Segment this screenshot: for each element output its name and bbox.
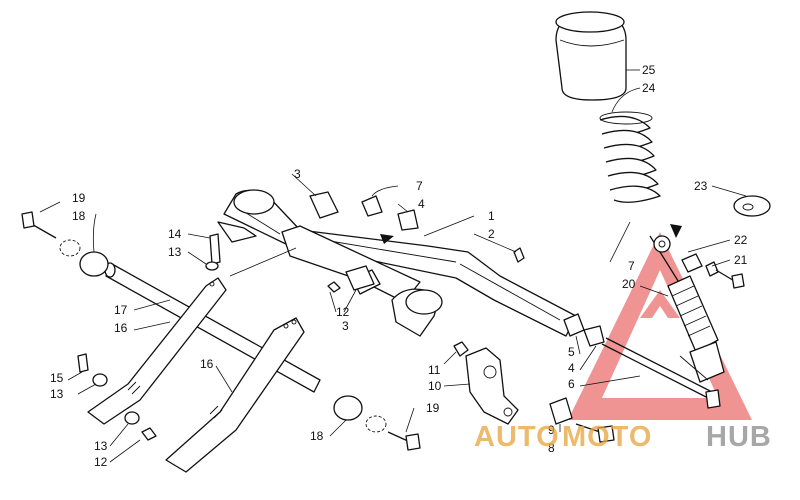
callout-3: 3	[342, 319, 349, 333]
washer	[733, 195, 771, 217]
callout-13: 13	[168, 245, 182, 259]
callout-11: 11	[428, 363, 441, 377]
end-cap-left	[59, 239, 109, 277]
watermark-logo	[568, 232, 752, 420]
nut-12	[141, 427, 157, 441]
callout-16: 16	[114, 321, 128, 335]
arm-16-right	[165, 317, 305, 473]
callout-15: 15	[50, 371, 64, 385]
callout-12: 12	[336, 305, 350, 319]
callout-24: 24	[642, 81, 656, 95]
callout-7: 7	[416, 179, 423, 193]
nut-12	[327, 281, 341, 293]
callout-7: 7	[628, 259, 635, 273]
callout-16: 16	[200, 357, 214, 371]
callout-3: 3	[294, 167, 301, 181]
callout-14: 14	[168, 227, 182, 241]
bolt-2	[513, 247, 525, 263]
watermark-word-moto: MOTO	[562, 421, 652, 453]
leader-lines	[39, 69, 747, 463]
washer-13	[205, 261, 219, 271]
callout-18: 18	[72, 209, 86, 223]
callout-21: 21	[734, 253, 748, 267]
callout-19: 19	[72, 191, 86, 205]
watermark-word-auto: AUTO	[474, 421, 560, 453]
spring-cover	[555, 11, 627, 101]
callout-4: 4	[568, 361, 575, 375]
washer-13	[124, 411, 140, 425]
bolt-6	[563, 313, 721, 409]
callout-23: 23	[694, 179, 708, 193]
callout-12: 12	[94, 455, 108, 469]
callout-5: 5	[568, 345, 575, 359]
coil-spring	[599, 111, 661, 203]
callout-8: 8	[548, 441, 555, 455]
callout-4: 4	[418, 197, 425, 211]
watermark-word-hub: HUB	[706, 421, 772, 453]
direction-arrow	[670, 224, 682, 238]
bolt-14	[209, 233, 221, 265]
direction-arrow	[380, 234, 394, 244]
bolt-15	[77, 353, 89, 373]
watermark-triangle	[568, 232, 752, 420]
callout-2: 2	[488, 227, 495, 241]
callout-22: 22	[734, 233, 748, 247]
callout-9: 9	[548, 423, 555, 437]
shock-absorber	[649, 235, 725, 383]
callout-13: 13	[50, 387, 64, 401]
bushings	[309, 191, 419, 291]
washer-13	[92, 373, 108, 387]
arm-16-left	[87, 277, 227, 425]
callout-25: 25	[642, 63, 656, 77]
callout-labels: 25 24 23 22 21 20 7 7 4 1 2 3 3 12 14 13…	[50, 63, 748, 469]
callout-13: 13	[94, 439, 108, 453]
callout-10: 10	[428, 379, 442, 393]
callout-19: 19	[426, 401, 440, 415]
nut-11	[453, 341, 469, 357]
callout-17: 17	[114, 303, 128, 317]
mount-bracket	[465, 347, 519, 425]
spacer-bolt-8	[549, 397, 615, 443]
end-cap-right	[333, 395, 387, 433]
rear-arm	[217, 189, 577, 337]
callout-6: 6	[568, 377, 575, 391]
callout-20: 20	[622, 277, 636, 291]
callout-18: 18	[310, 429, 324, 443]
bolt-19-left	[21, 211, 57, 239]
bolt-19-right	[387, 431, 421, 451]
watermark-text: AUTO MOTO HUB	[474, 421, 772, 453]
spacer-bolt	[681, 253, 745, 289]
callout-1: 1	[488, 209, 495, 223]
